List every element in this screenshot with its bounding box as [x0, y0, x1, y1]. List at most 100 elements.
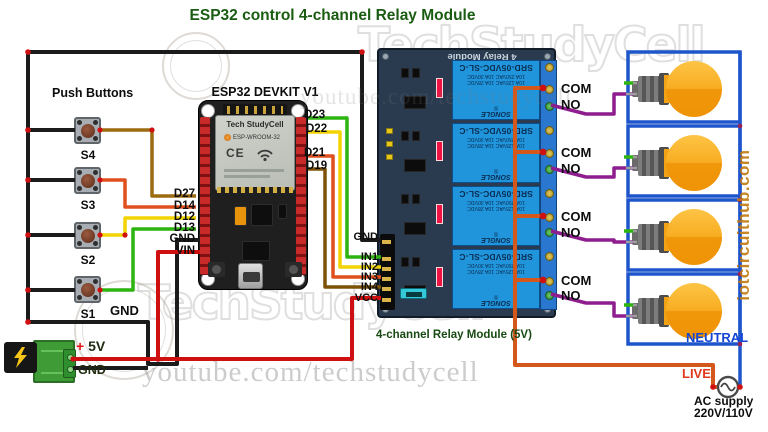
power-terminal — [63, 349, 76, 378]
status-led — [386, 128, 393, 134]
watermark-website: iotcircuithub.com — [734, 149, 753, 301]
vcc-jumper — [400, 288, 427, 299]
status-led — [386, 154, 393, 160]
label-s1: S1 — [80, 307, 96, 321]
bulb-socket — [638, 224, 660, 250]
neutral-label: NEUTRAL — [686, 330, 749, 345]
bulb-socket — [638, 76, 660, 102]
no1-label: NO — [561, 97, 581, 112]
bulb-3 — [620, 207, 730, 267]
tiny-text-bar — [224, 175, 270, 178]
watermark-logo-circle-top — [162, 32, 230, 100]
push-button-s2[interactable] — [74, 222, 101, 249]
push-button-s1[interactable] — [74, 276, 101, 303]
boot-button[interactable] — [285, 262, 302, 277]
s3-d14-wire — [100, 178, 196, 209]
corner-screw — [382, 53, 389, 60]
psu-5v-label: + 5V — [76, 338, 106, 354]
pin-label-d22: D22 — [306, 123, 328, 135]
relay-pin-in2: IN2 — [360, 261, 378, 273]
com1-label: COM — [561, 81, 592, 96]
bulb-glass — [666, 61, 722, 117]
bulb-1 — [620, 59, 730, 119]
gnd-bus-label: GND — [110, 303, 139, 318]
no3-label: NO — [561, 225, 581, 240]
micro-usb-port[interactable] — [238, 263, 263, 289]
label-s4: S4 — [80, 148, 96, 162]
bulb-lead-green-stubs — [624, 81, 633, 307]
watermark-youtube-top: youtube.com/techstudycell — [300, 84, 573, 109]
bulb1-loop — [626, 50, 742, 124]
button-cap[interactable] — [80, 123, 95, 138]
pin-label-d19: D19 — [306, 160, 328, 172]
pin-label-d23: D23 — [304, 109, 326, 121]
relay-led — [436, 141, 443, 161]
push-button-s3[interactable] — [74, 167, 101, 194]
s1-d13-wire — [100, 227, 196, 292]
no1-bulb-wire — [550, 92, 634, 116]
bulb-2 — [620, 133, 730, 193]
d22-in2-wire — [308, 130, 381, 269]
lightning-icon — [14, 347, 27, 368]
ce-mark: CE — [226, 146, 245, 160]
page-title: ESP32 control 4-channel Relay Module — [189, 7, 476, 24]
relay-pin-in4: IN4 — [360, 281, 378, 293]
ac-supply-label: AC supply — [694, 394, 754, 408]
bulb3-loop — [626, 198, 742, 272]
relay-led — [436, 267, 443, 287]
button-cap[interactable] — [80, 228, 95, 243]
optocoupler-ic — [404, 222, 426, 235]
ac-voltage-label: 220V/110V — [694, 406, 753, 420]
pin-label-gnd-esp: GND — [169, 233, 195, 245]
pin-label-d14: D14 — [173, 200, 195, 212]
no2-label: NO — [561, 161, 581, 176]
button-cap[interactable] — [80, 282, 95, 297]
control-pin-header — [380, 234, 395, 310]
vin-wire — [156, 250, 200, 359]
com3-label: COM — [561, 209, 592, 224]
pin-label-d13: D13 — [173, 222, 195, 234]
label-s2: S2 — [80, 253, 96, 267]
terminal-screw — [545, 252, 554, 261]
tiny-text-bar — [224, 169, 284, 172]
optocoupler — [401, 131, 409, 141]
castellation-row — [217, 187, 293, 193]
optocoupler — [401, 68, 409, 78]
relay-led — [436, 204, 443, 224]
d23-in1-wire — [308, 116, 381, 259]
button-cap[interactable] — [80, 173, 95, 188]
live-label: LIVE — [682, 366, 711, 381]
bulb-glass — [666, 283, 722, 339]
no3-bulb-wire — [550, 229, 634, 244]
relay-pin-vcc: VCC — [354, 292, 378, 304]
relay-pin-in1: IN1 — [360, 251, 378, 263]
gnd-bus-wire — [26, 50, 381, 366]
smd-chip — [278, 204, 287, 219]
brand-logo-dot — [224, 134, 231, 141]
com2-label: COM — [561, 145, 592, 160]
optocoupler — [412, 194, 420, 204]
d21-in3-wire — [308, 154, 381, 279]
terminal-screw — [545, 63, 554, 72]
optocoupler — [401, 257, 409, 267]
watermark-youtube-bottom: youtube.com/techstudycell — [142, 356, 479, 388]
corner-screw — [544, 53, 551, 60]
s2-d12-wire — [100, 216, 196, 237]
pin-label-d27: D27 — [173, 188, 195, 200]
com4-label: COM — [561, 273, 592, 288]
no2-bulb-wire — [550, 166, 634, 179]
pin-label-vin: VIN — [175, 245, 195, 257]
bulb-glass — [666, 209, 722, 265]
label-s3: S3 — [80, 198, 96, 212]
en-button[interactable] — [208, 262, 225, 277]
bulb-glass — [666, 135, 722, 191]
bulb2-loop — [626, 124, 742, 198]
esp32-devkit-board: Tech StudyCell ESP-WROOM-32 CE — [198, 100, 308, 290]
esp-wroom-shield: Tech StudyCell ESP-WROOM-32 CE — [215, 115, 295, 191]
push-buttons-heading: Push Buttons — [52, 86, 134, 100]
pin-label-d21: D21 — [304, 147, 326, 159]
sine-icon — [720, 382, 736, 392]
left-pin-header — [200, 117, 210, 275]
